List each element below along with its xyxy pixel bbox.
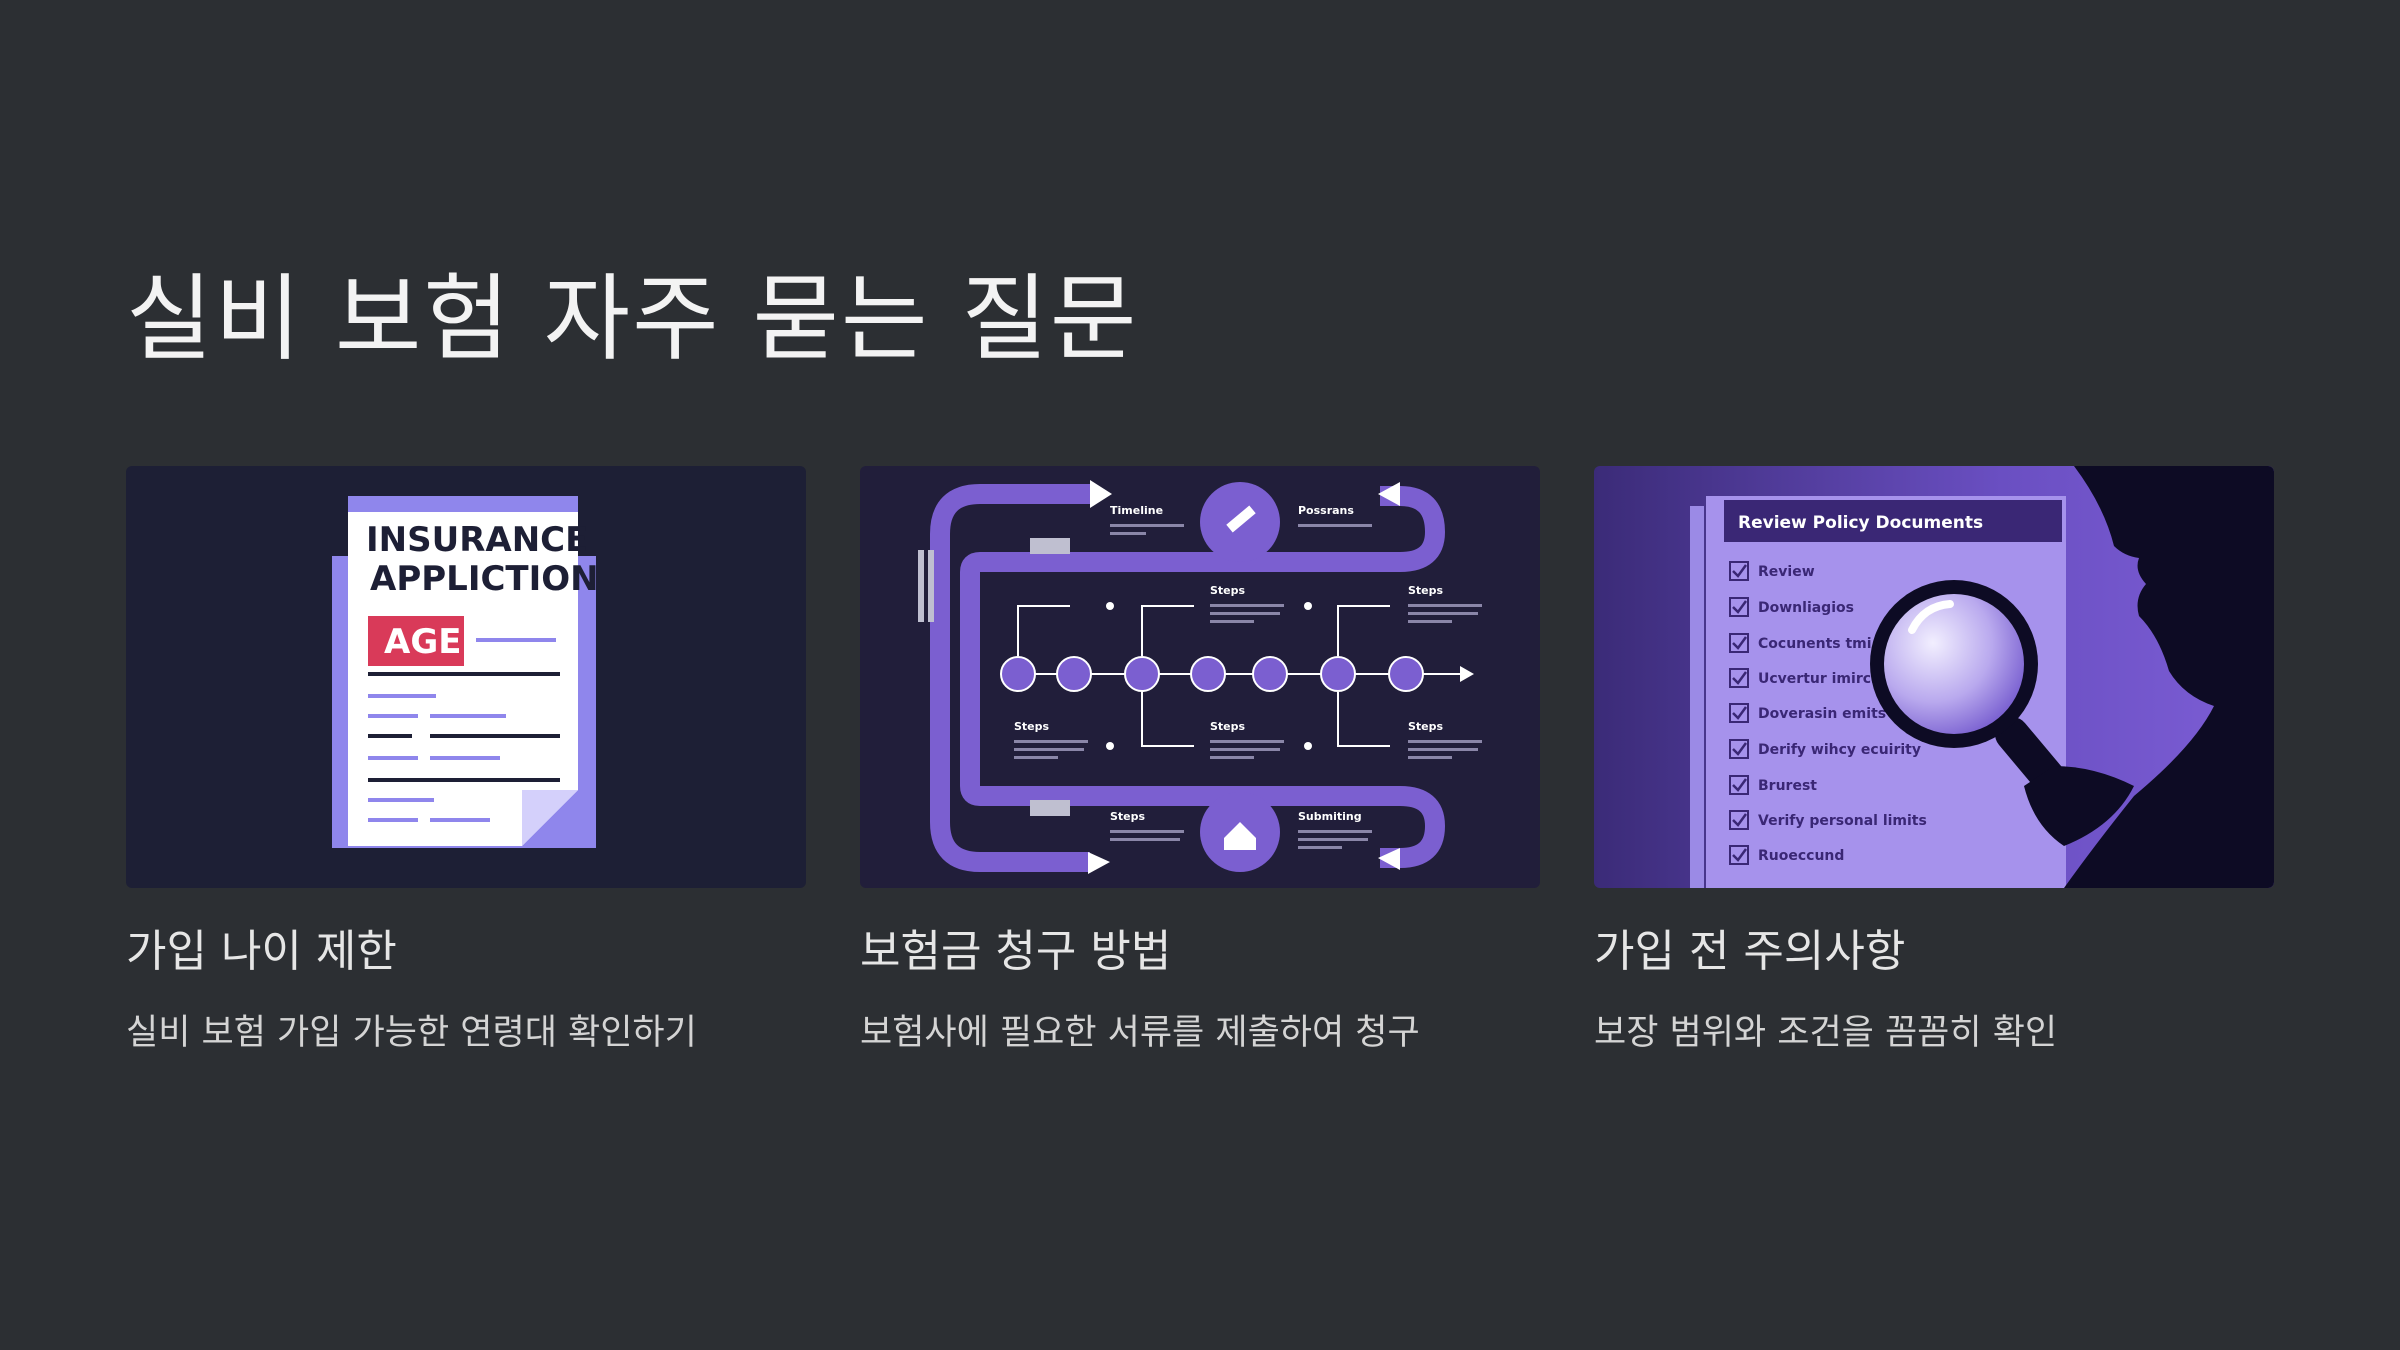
- svg-text:Verify personal limits: Verify personal limits: [1758, 813, 1927, 829]
- age-badge: AGE: [384, 622, 461, 662]
- card-description: 보장 범위와 조건을 꼼꼼히 확인: [1594, 1013, 2058, 1053]
- card-description: 보험사에 필요한 서류를 제출하여 청구: [860, 1013, 1420, 1053]
- svg-text:Steps: Steps: [1014, 720, 1050, 733]
- doc-title-line2: APPLICTION: [370, 559, 599, 599]
- svg-text:Review: Review: [1758, 564, 1815, 580]
- svg-text:Steps: Steps: [1408, 720, 1444, 733]
- svg-text:Ruoeccund: Ruoeccund: [1758, 848, 1844, 864]
- card-heading: 가입 나이 제한: [126, 926, 397, 977]
- svg-text:Steps: Steps: [1408, 584, 1444, 597]
- doc-title-line1: INSURANCE: [366, 520, 588, 560]
- svg-text:Submiting: Submiting: [1298, 810, 1362, 823]
- faq-card-claim-method[interactable]: Timeline Possrans Steps Steps Steps Step…: [860, 466, 1540, 1053]
- svg-text:Steps: Steps: [1110, 810, 1146, 823]
- claim-process-flowchart: Timeline Possrans Steps Steps Steps Step…: [860, 466, 1540, 888]
- svg-text:Steps: Steps: [1210, 584, 1246, 597]
- checkboxes: [1729, 561, 1749, 865]
- svg-text:Possrans: Possrans: [1298, 504, 1354, 517]
- page-title: 실비 보험 자주 묻는 질문: [126, 265, 1139, 374]
- card-description: 실비 보험 가입 가능한 연령대 확인하기: [126, 1013, 697, 1053]
- insurance-application-illustration: INSURANCE APPLICTION AGE: [126, 466, 806, 888]
- svg-text:Timeline: Timeline: [1110, 504, 1163, 517]
- card-heading: 보험금 청구 방법: [860, 926, 1172, 977]
- svg-text:Steps: Steps: [1210, 720, 1246, 733]
- svg-text:Derify wihcy ecuirity: Derify wihcy ecuirity: [1758, 742, 1921, 758]
- svg-text:Brurest: Brurest: [1758, 778, 1817, 794]
- svg-text:Downliagios: Downliagios: [1758, 600, 1854, 616]
- faq-card-precautions[interactable]: Review Policy Documents: [1594, 466, 2274, 1053]
- svg-text:Cocunents tmi: Cocunents tmi: [1758, 636, 1872, 652]
- svg-text:Doverasin emits: Doverasin emits: [1758, 706, 1886, 722]
- policy-review-illustration: Review Policy Documents: [1594, 466, 2274, 888]
- faq-card-age-limit[interactable]: INSURANCE APPLICTION AGE 가입 나이 제한 실비 보험 …: [126, 466, 806, 1053]
- card-heading: 가입 전 주의사항: [1594, 926, 1906, 977]
- panel-title: Review Policy Documents: [1738, 513, 1983, 533]
- svg-text:Ucvertur imircl: Ucvertur imircl: [1758, 671, 1876, 687]
